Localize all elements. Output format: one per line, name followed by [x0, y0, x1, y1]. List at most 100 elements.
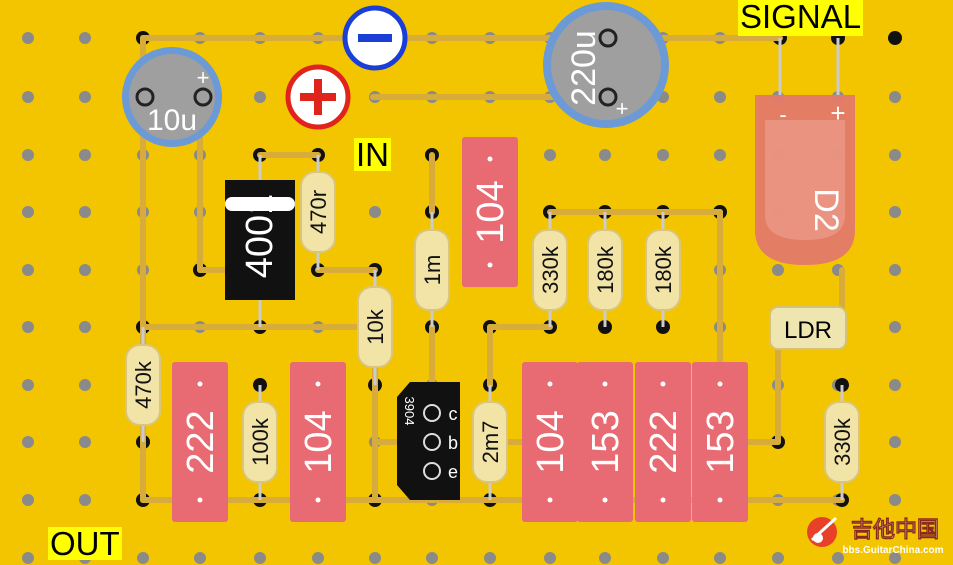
in-label: IN	[354, 136, 391, 173]
film-capacitor-value: 222	[643, 410, 685, 473]
stripboard-hole	[22, 321, 34, 333]
stripboard-hole	[657, 552, 669, 564]
ldr: LDR	[769, 306, 847, 350]
transistor-pin-c: c	[449, 404, 458, 424]
resistor-value: 180k	[651, 245, 676, 294]
film-capacitor-153: 153	[692, 362, 748, 522]
stripboard-hole	[22, 494, 34, 506]
stripboard-hole	[889, 264, 901, 276]
capacitor-10u-plus: +	[197, 65, 210, 90]
stripboard-hole	[22, 91, 34, 103]
resistor-2m7: 2m7	[472, 401, 508, 483]
resistor-470r: 470r	[300, 171, 336, 253]
stripboard-hole	[194, 552, 206, 564]
transistor-pin-e: e	[448, 462, 458, 482]
watermark-url: bbs.GuitarChina.com	[842, 545, 943, 556]
transistor-pin-b: b	[448, 433, 458, 453]
resistor-value: 2m7	[478, 421, 503, 464]
resistor-1m: 1m	[414, 229, 450, 311]
film-capacitor-104: 104	[462, 137, 518, 287]
ldr-label: LDR	[784, 317, 832, 344]
stripboard-hole	[79, 206, 91, 218]
stripboard-hole	[79, 32, 91, 44]
led-minus: -	[779, 102, 786, 127]
film-capacitors: 104 222 104 104 153 222 153	[172, 137, 748, 522]
film-capacitor-222: 222	[635, 362, 691, 522]
stripboard-hole	[889, 149, 901, 161]
resistor-value: 10k	[363, 308, 388, 344]
stripboard-hole	[79, 379, 91, 391]
stripboard-hole	[599, 552, 611, 564]
stripboard-hole	[544, 552, 556, 564]
film-capacitor-value: 104	[298, 410, 340, 473]
transistor-part: 3904	[402, 397, 417, 426]
watermark-brand: 吉他中国	[851, 517, 939, 542]
stripboard-hole	[79, 149, 91, 161]
out-label: OUT	[48, 525, 122, 562]
stripboard-hole	[79, 321, 91, 333]
stripboard-hole	[426, 552, 438, 564]
stripboard-hole	[772, 264, 784, 276]
capacitor-220u: 220u +	[543, 2, 669, 128]
stripboard-hole	[772, 552, 784, 564]
stripboard-hole	[714, 149, 726, 161]
film-capacitor-value: 104	[530, 410, 572, 473]
signal-label: SIGNAL	[738, 0, 864, 36]
stripboard-hole	[889, 91, 901, 103]
stripboard-hole	[22, 436, 34, 448]
capacitor-220u-value: 220u	[565, 30, 603, 106]
stripboard-hole	[79, 494, 91, 506]
resistor-value: 180k	[593, 245, 618, 294]
film-capacitor-value: 153	[700, 410, 742, 473]
diode-value: 4001	[239, 194, 281, 279]
diode-4001: 4001	[225, 180, 295, 300]
stripboard-hole	[889, 552, 901, 564]
stripboard-hole	[79, 436, 91, 448]
led-d2: - + D2	[755, 95, 855, 265]
film-capacitor-104: 104	[290, 362, 346, 522]
stripboard-hole	[657, 149, 669, 161]
resistor-value: 470k	[131, 360, 156, 409]
stripboard-hole	[544, 149, 556, 161]
watermark: 吉他中国 bbs.GuitarChina.com	[807, 517, 944, 556]
resistor-value: 470r	[306, 190, 331, 234]
stripboard-hole	[369, 206, 381, 218]
resistor-10k: 10k	[357, 286, 393, 368]
led-name: D2	[807, 188, 845, 231]
stripboard-hole	[484, 552, 496, 564]
led-plus: +	[830, 98, 845, 128]
guitar-logo-icon	[807, 516, 838, 547]
stripboard-hole	[137, 552, 149, 564]
stripboard-hole	[714, 552, 726, 564]
stripboard-hole	[22, 552, 34, 564]
stripboard-hole	[22, 206, 34, 218]
resistor-100k: 100k	[242, 401, 278, 483]
stripboard-hole	[369, 552, 381, 564]
stripboard-hole	[599, 149, 611, 161]
resistor-330k: 330k	[824, 401, 860, 483]
stripboard-hole	[22, 149, 34, 161]
film-capacitor-value: 153	[585, 410, 627, 473]
resistor-value: 1m	[420, 255, 445, 286]
positive-terminal	[285, 64, 351, 130]
stripboard-hole	[22, 264, 34, 276]
film-capacitor-104: 104	[522, 362, 578, 522]
stripboard-hole	[79, 264, 91, 276]
stripboard-hole	[254, 552, 266, 564]
stripboard-hole	[22, 32, 34, 44]
stripboard-hole	[889, 436, 901, 448]
film-capacitor-value: 104	[470, 180, 512, 243]
resistor-470k: 470k	[125, 344, 161, 426]
negative-terminal	[342, 5, 408, 71]
stripboard-hole	[889, 379, 901, 391]
stripboard-hole	[79, 91, 91, 103]
capacitor-10u: 10u +	[122, 47, 222, 147]
film-capacitor-153: 153	[577, 362, 633, 522]
stripboard-hole	[832, 552, 844, 564]
film-capacitor-value: 222	[180, 410, 222, 473]
resistor-180k: 180k	[587, 229, 623, 311]
resistor-180k: 180k	[645, 229, 681, 311]
